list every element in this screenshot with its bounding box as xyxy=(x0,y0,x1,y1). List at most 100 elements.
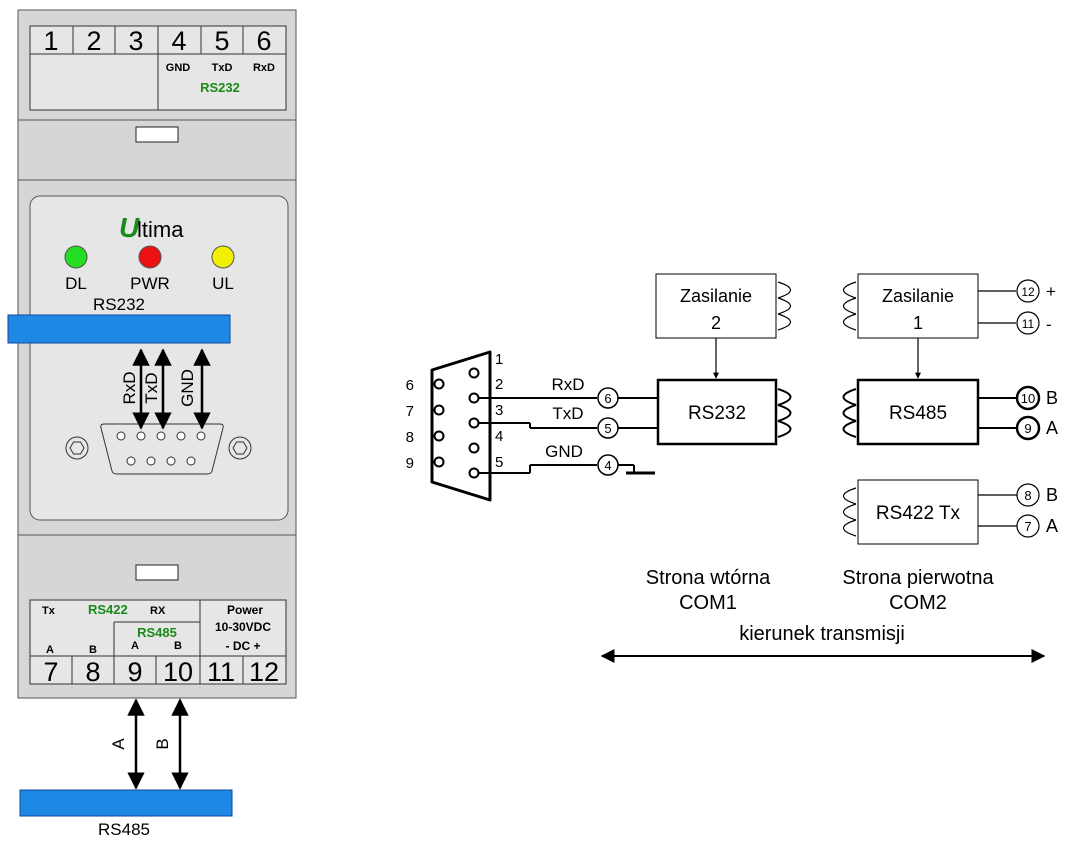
rs232-box-label: RS232 xyxy=(688,403,746,424)
supply-2-label: Zasilanie xyxy=(680,286,752,306)
terminal-9-label: 9 xyxy=(1024,421,1031,436)
db9-pin-3: 3 xyxy=(495,402,503,419)
rs485-b-label: B xyxy=(1046,388,1058,408)
top-slot xyxy=(135,126,179,143)
terminal-8-label: 8 xyxy=(1024,488,1031,503)
db9-pin-4: 4 xyxy=(495,428,503,445)
rs422-block: RS422 Tx 8 7 B A xyxy=(842,479,1058,545)
db9-pin-1: 1 xyxy=(495,351,503,368)
logo-text: ltima xyxy=(137,217,184,242)
primary-com-label: COM2 xyxy=(889,592,947,614)
signal-gnd-label: GND xyxy=(545,442,583,461)
plus-label: + xyxy=(1046,282,1056,301)
terminal-12-label: 12 xyxy=(1021,285,1035,299)
db9-schematic: 1 2 3 4 5 6 7 8 9 xyxy=(406,350,503,502)
rs485-bus-label: RS485 xyxy=(98,820,150,839)
bottom-terminal-8: 8 xyxy=(85,657,100,687)
rs422-b-label: B xyxy=(1046,485,1058,505)
top-terminal-3: 3 xyxy=(128,26,143,56)
power-voltage: 10-30VDC xyxy=(215,620,271,634)
bottom-terminal-9: 9 xyxy=(127,657,142,687)
bottom-b1-label: B xyxy=(89,644,97,656)
supply-2-number: 2 xyxy=(711,313,721,333)
bottom-terminal-7: 7 xyxy=(43,657,58,687)
top-group-rs232: RS232 xyxy=(200,80,240,95)
bottom-rx-label: RX xyxy=(150,605,166,617)
wire-label-gnd: GND xyxy=(178,369,197,407)
device-module: 1 2 3 4 5 6 GND TxD RxD RS232 U ltima DL… xyxy=(17,9,297,699)
bottom-a2-label: A xyxy=(131,640,139,652)
bottom-terminal-block: Tx RS422 RX RS485 A B A B Power 10-30VDC… xyxy=(29,599,287,687)
device-db9-connector xyxy=(65,423,252,475)
bottom-terminal-12: 12 xyxy=(249,657,279,687)
db9-pin-2: 2 xyxy=(495,376,503,393)
power-polarity: - DC + xyxy=(225,639,260,653)
led-pwr xyxy=(138,245,162,269)
db9-pin-7: 7 xyxy=(406,403,414,420)
top-terminal-2: 2 xyxy=(86,26,101,56)
led-pwr-label: PWR xyxy=(130,274,170,293)
db9-pin-8: 8 xyxy=(406,429,414,446)
db9-pin-9: 9 xyxy=(406,455,414,472)
supply-2-block: Zasilanie 2 xyxy=(655,273,792,379)
led-ul xyxy=(211,245,235,269)
terminal-7-label: 7 xyxy=(1024,519,1031,534)
terminal-4-label: 4 xyxy=(604,458,611,473)
bottom-slot xyxy=(135,564,179,581)
rs485-box-label: RS485 xyxy=(889,403,947,424)
bottom-a1-label: A xyxy=(46,644,54,656)
rs485-block: RS485 10 9 B A xyxy=(842,378,1058,446)
primary-side-label: Strona pierwotna xyxy=(842,567,994,589)
minus-label: - xyxy=(1046,315,1052,334)
bus-a-label: A xyxy=(109,738,128,750)
rs485-bus-bar xyxy=(19,789,233,817)
terminal-6-label: 6 xyxy=(604,391,611,406)
rs485-a-label: A xyxy=(1046,418,1058,438)
top-terminal-1: 1 xyxy=(43,26,58,56)
top-signal-gnd: GND xyxy=(166,62,191,74)
terminals-rs232-side: 6 5 4 xyxy=(597,387,658,476)
led-dl-label: DL xyxy=(65,274,87,293)
top-terminal-4: 4 xyxy=(171,26,186,56)
supply-1-number: 1 xyxy=(913,313,923,333)
rs232-block: RS232 xyxy=(656,378,792,446)
signal-txd-label: TxD xyxy=(552,404,583,423)
secondary-side-label: Strona wtórna xyxy=(646,567,771,589)
top-signal-rxd: RxD xyxy=(253,62,275,74)
wire-label-rxd: RxD xyxy=(120,371,139,404)
bottom-b2-label: B xyxy=(174,640,182,652)
top-terminal-6: 6 xyxy=(256,26,271,56)
signal-rxd-label: RxD xyxy=(551,375,584,394)
rs232-wires: RxD TxD GND xyxy=(120,348,211,430)
bus-b-label: B xyxy=(153,738,172,749)
top-terminal-block: 1 2 3 4 5 6 GND TxD RxD RS232 xyxy=(29,25,287,111)
direction-label: kierunek transmisji xyxy=(739,623,905,645)
bottom-tx-label: Tx xyxy=(42,605,56,617)
logo-letter: U xyxy=(119,212,140,243)
terminal-11-label: 11 xyxy=(1022,317,1035,331)
supply-1-block: Zasilanie 1 12 11 + - xyxy=(842,273,1056,379)
bottom-group-rs422: RS422 xyxy=(88,602,128,617)
rs485-wires: A B xyxy=(109,698,189,790)
db9-pin-6: 6 xyxy=(406,377,414,394)
front-panel: U ltima DL PWR UL xyxy=(29,195,289,521)
db9-pin-5: 5 xyxy=(495,454,503,471)
top-terminal-5: 5 xyxy=(214,26,229,56)
signal-lines: RxD TxD GND xyxy=(479,375,597,474)
rs232-bus-label: RS232 xyxy=(93,295,145,314)
rs232-bus-bar xyxy=(7,314,231,344)
wire-label-txd: TxD xyxy=(142,372,161,403)
led-dl xyxy=(64,245,88,269)
bottom-terminal-11: 11 xyxy=(207,657,235,687)
power-label: Power xyxy=(227,603,263,617)
supply-1-label: Zasilanie xyxy=(882,286,954,306)
top-signal-txd: TxD xyxy=(212,62,233,74)
terminal-10-label: 10 xyxy=(1021,391,1035,406)
rs422-a-label: A xyxy=(1046,516,1058,536)
rs422-box-label: RS422 Tx xyxy=(876,503,961,524)
bottom-group-rs485: RS485 xyxy=(137,625,177,640)
bottom-terminal-10: 10 xyxy=(163,657,193,687)
terminal-5-label: 5 xyxy=(604,421,611,436)
secondary-com-label: COM1 xyxy=(679,592,737,614)
